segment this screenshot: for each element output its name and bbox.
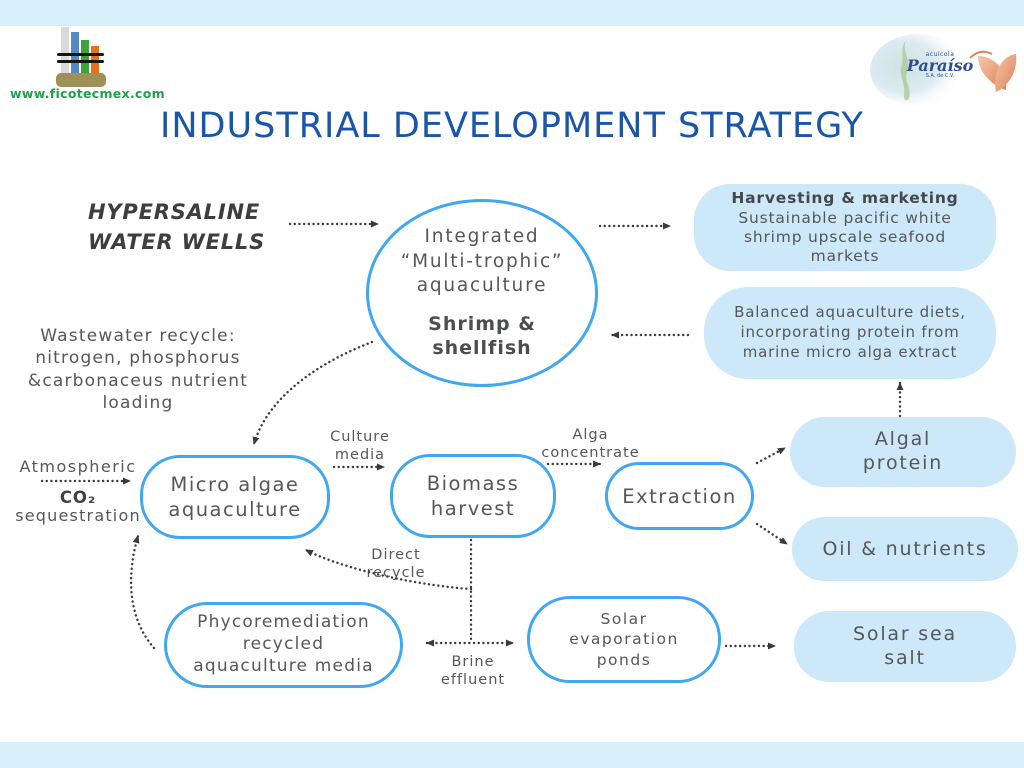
solar-salt-label: Solar sea salt bbox=[853, 622, 957, 669]
baja-peninsula bbox=[900, 40, 910, 101]
brand-post: S.A. de C.V. bbox=[925, 73, 955, 79]
box-balanced-diets: Balanced aquaculture diets, incorporatin… bbox=[704, 287, 996, 379]
bottom-band bbox=[0, 742, 1024, 768]
box-algal-protein: Algal protein bbox=[790, 417, 1016, 487]
label-atmospheric: Atmospheric bbox=[19, 457, 137, 476]
paraiso-logo: acuícola Paraíso S.A. de C.V. bbox=[866, 26, 1024, 114]
node-micro-algae-aquaculture: Micro algae aquaculture bbox=[140, 455, 330, 539]
node-extraction: Extraction bbox=[605, 462, 754, 530]
box-solar-sea-salt: Solar sea salt bbox=[794, 611, 1016, 682]
harvesting-title: Harvesting & marketing bbox=[731, 189, 959, 208]
node-phycoremediation: Phycoremediation recycled aquaculture me… bbox=[164, 602, 403, 688]
label-wastewater-recycle: Wastewater recycle: nitrogen, phosphorus… bbox=[27, 326, 249, 414]
site-url: www.ficotecmex.com bbox=[10, 86, 165, 101]
top-band bbox=[0, 0, 1024, 26]
shrimp-icon bbox=[969, 50, 993, 59]
ficotec-logo bbox=[56, 27, 108, 93]
page-title: INDUSTRIAL DEVELOPMENT STRATEGY bbox=[160, 106, 864, 146]
arrow-extraction-to-oil bbox=[755, 522, 789, 546]
label-sequestration: sequestration bbox=[15, 506, 141, 525]
arrow-phyco-to-microalgae bbox=[129, 534, 156, 650]
extraction-label: Extraction bbox=[622, 484, 737, 508]
label-direct-recycle: Direct recycle bbox=[366, 547, 426, 582]
label-co2: CO₂ bbox=[59, 488, 97, 507]
oil-nutrients-label: Oil & nutrients bbox=[822, 538, 988, 560]
harvesting-body: Sustainable pacific white shrimp upscale… bbox=[738, 208, 952, 265]
micro-algae-label: Micro algae aquaculture bbox=[168, 472, 302, 521]
node-integrated-multitrophic-aquaculture: Integrated “Multi-trophic” aquaculture S… bbox=[366, 199, 598, 387]
algal-protein-label: Algal protein bbox=[862, 428, 944, 474]
biomass-label: Biomass harvest bbox=[426, 471, 520, 520]
bar-chart-flask-icon bbox=[56, 27, 106, 87]
label-alga-concentrate: Alga concentrate bbox=[541, 427, 640, 462]
imta-title: Integrated “Multi-trophic” aquaculture bbox=[400, 226, 564, 296]
paraiso-wordmark: acuícola Paraíso S.A. de C.V. bbox=[900, 52, 980, 79]
arrow-extraction-to-protein bbox=[755, 446, 787, 465]
label-hypersaline-water-wells: HYPERSALINE WATER WELLS bbox=[88, 200, 266, 255]
phycoremediation-label: Phycoremediation recycled aquaculture me… bbox=[193, 612, 374, 676]
brand-pre: acuícola bbox=[925, 51, 955, 58]
shell-icon bbox=[995, 54, 1017, 92]
solar-ponds-label: Solar evaporation ponds bbox=[569, 610, 679, 669]
watercolor-map bbox=[870, 34, 966, 106]
box-oil-nutrients: Oil & nutrients bbox=[792, 517, 1018, 581]
node-biomass-harvest: Biomass harvest bbox=[390, 454, 556, 538]
box-harvesting-marketing: Harvesting & marketing Sustainable pacif… bbox=[694, 184, 996, 271]
paraiso-art bbox=[870, 34, 1017, 106]
label-brine-effluent: Brine effluent bbox=[440, 654, 506, 689]
balanced-diets-label: Balanced aquaculture diets, incorporatin… bbox=[734, 303, 966, 361]
brand-name: Paraíso bbox=[906, 56, 974, 75]
label-culture-media: Culture media bbox=[330, 429, 390, 464]
node-solar-evaporation-ponds: Solar evaporation ponds bbox=[527, 596, 721, 683]
imta-subtitle: Shrimp & shellfish bbox=[428, 313, 536, 360]
